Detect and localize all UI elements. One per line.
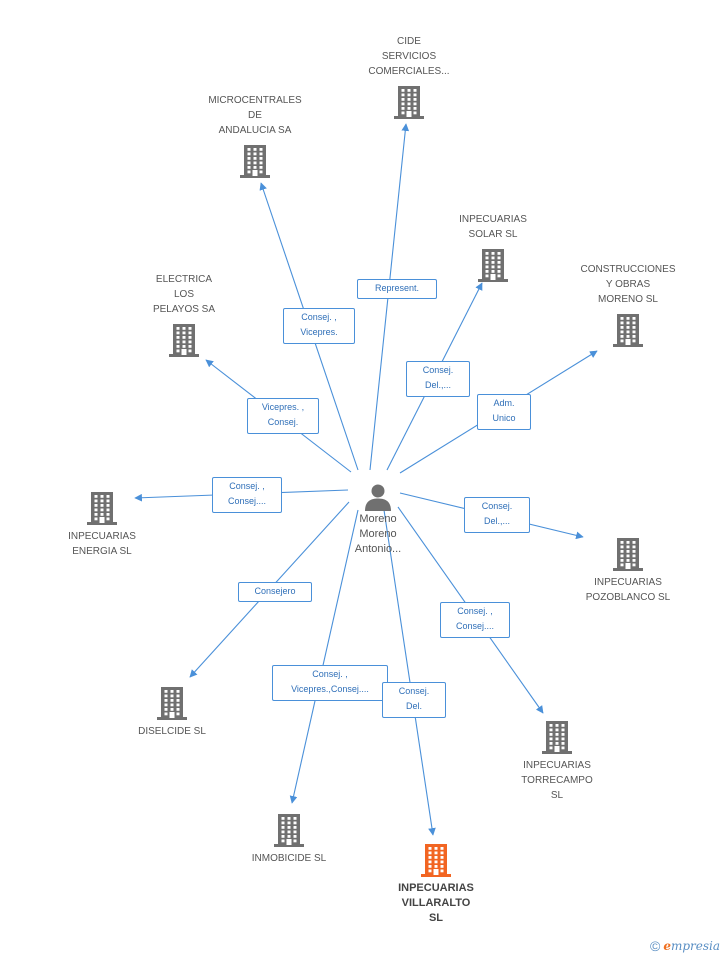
company-node-inpecuarias-energia[interactable]: INPECUARIAS ENERGIA SL [42, 491, 162, 559]
edge-label-electrica[interactable]: Vicepres. , Consej. [247, 398, 319, 434]
building-icon [240, 145, 270, 178]
edge-line-inmobicide [289, 509, 359, 804]
edge-label-construcciones[interactable]: Adm. Unico [477, 394, 531, 430]
edge-label-inpecuarias-pozoblanco[interactable]: Consej. Del.,... [464, 497, 530, 533]
company-node-cide[interactable]: CIDE SERVICIOS COMERCIALES... [349, 34, 469, 119]
building-icon [169, 324, 199, 357]
company-label: INPECUARIAS VILLARALTO SL [398, 882, 474, 924]
company-label: CIDE SERVICIOS COMERCIALES... [368, 36, 450, 77]
edge-label-inpecuarias-solar[interactable]: Consej. Del.,... [406, 361, 470, 397]
company-node-diselcide[interactable]: DISELCIDE SL [112, 686, 232, 739]
edge-label-diselcide[interactable]: Consejero [238, 582, 312, 602]
edge-label-cide[interactable]: Represent. [357, 279, 437, 299]
edge-label-inpecuarias-villaralto[interactable]: Consej. Del. [382, 682, 446, 718]
company-label: DISELCIDE SL [138, 726, 206, 737]
building-icon [613, 538, 643, 571]
company-label: CONSTRUCCIONES Y OBRAS MORENO SL [580, 264, 676, 305]
company-node-inpecuarias-pozoblanco[interactable]: INPECUARIAS POZOBLANCO SL [568, 537, 688, 605]
building-icon [394, 86, 424, 119]
copyright-icon: © [650, 938, 661, 954]
company-node-inpecuarias-torrecampo[interactable]: INPECUARIAS TORRECAMPO SL [497, 720, 617, 803]
brand-logo[interactable]: empresia [663, 939, 721, 953]
company-node-electrica[interactable]: ELECTRICA LOS PELAYOS SA [124, 272, 244, 357]
edge-label-inmobicide[interactable]: Consej. , Vicepres.,Consej.... [272, 665, 388, 701]
copyright-footer[interactable]: © empresia [650, 938, 720, 954]
person-icon [365, 484, 391, 511]
company-node-inpecuarias-villaralto[interactable]: INPECUARIAS VILLARALTO SL [376, 843, 496, 926]
edge-label-inpecuarias-torrecampo[interactable]: Consej. , Consej.... [440, 602, 510, 638]
edge-line-inpecuarias-villaralto [383, 509, 436, 836]
company-node-microcentrales[interactable]: MICROCENTRALES DE ANDALUCIA SA [195, 93, 315, 178]
building-icon [613, 314, 643, 347]
company-label: INPECUARIAS SOLAR SL [459, 214, 527, 240]
center-person-node[interactable]: Moreno Moreno Antonio... [340, 482, 416, 557]
building-icon [478, 249, 508, 282]
building-icon [274, 814, 304, 847]
company-label: INMOBICIDE SL [251, 853, 327, 864]
building-icon [87, 492, 117, 525]
company-label: MICROCENTRALES DE ANDALUCIA SA [208, 95, 302, 136]
building-icon [542, 721, 572, 754]
building-icon [157, 687, 187, 720]
company-node-construcciones[interactable]: CONSTRUCCIONES Y OBRAS MORENO SL [568, 262, 688, 347]
company-node-inpecuarias-solar[interactable]: INPECUARIAS SOLAR SL [433, 212, 553, 282]
company-label: INPECUARIAS ENERGIA SL [68, 531, 136, 557]
company-node-inmobicide[interactable]: INMOBICIDE SL [229, 813, 349, 866]
center-person-label: Moreno Moreno Antonio... [354, 513, 402, 555]
company-label: INPECUARIAS POZOBLANCO SL [585, 577, 671, 603]
company-label: INPECUARIAS TORRECAMPO SL [521, 760, 593, 801]
company-label: ELECTRICA LOS PELAYOS SA [152, 274, 216, 315]
edge-label-microcentrales[interactable]: Consej. , Vicepres. [283, 308, 355, 344]
edge-label-inpecuarias-energia[interactable]: Consej. , Consej.... [212, 477, 282, 513]
building-icon [421, 844, 451, 877]
